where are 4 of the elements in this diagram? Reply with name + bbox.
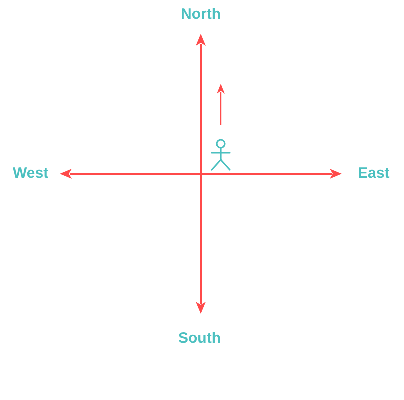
direction-label: East [358,165,390,183]
direction-label: West [13,165,49,183]
direction-label: South [178,330,221,348]
direction-label: North [181,6,221,24]
